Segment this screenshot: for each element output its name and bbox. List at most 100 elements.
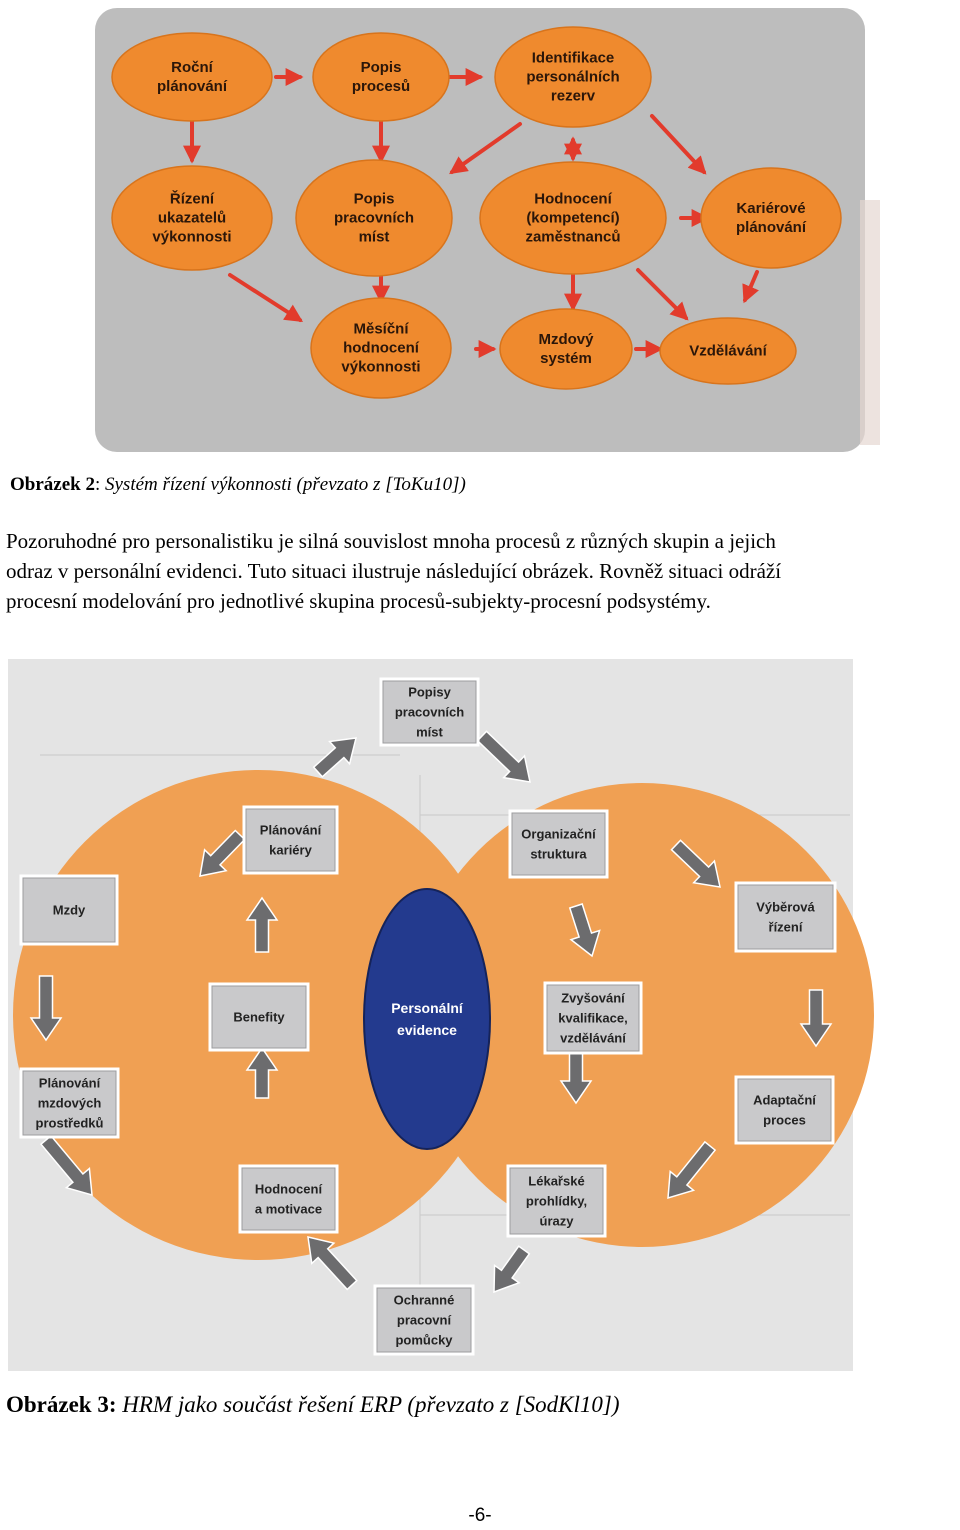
figure-2-arrows <box>183 68 759 358</box>
box-hodnoceni-motivace-shape <box>238 1164 339 1234</box>
personal-evidence-text: Personální <box>391 1000 464 1016</box>
node-popis-mist-text: pracovních <box>334 210 414 227</box>
node-mzdovy-shape <box>499 308 633 390</box>
node-identifikace-text: personálních <box>526 69 619 86</box>
node-hodnoceni-text: (kompetencí) <box>526 210 619 227</box>
node-popis-procesu: Popis procesů <box>312 32 450 122</box>
box-planovani-mzdovych: Plánování mzdových prostředků <box>19 1067 120 1139</box>
box-adaptacni: Adaptační proces <box>734 1075 835 1145</box>
box-planovani-kariery-text: Plánování <box>260 823 322 838</box>
node-hodnoceni-shape <box>479 161 667 275</box>
paragraph-line: odraz v personální evidenci. Tuto situac… <box>6 559 782 583</box>
node-mzdovy: Mzdový systém <box>499 308 633 390</box>
box-ochranne-text: Ochranné <box>394 1293 455 1308</box>
block-arrow <box>245 896 279 953</box>
box-adaptacni-text: proces <box>763 1113 806 1128</box>
block-arrow <box>799 989 833 1048</box>
box-zvysovani-shape <box>543 981 643 1055</box>
box-popisy-mist-text: míst <box>416 725 443 740</box>
box-popisy-mist-text: pracovních <box>395 705 464 720</box>
figure-3-caption: Obrázek 3: HRM jako součást řešení ERP (… <box>6 1392 619 1418</box>
node-popis-mist-text: Popis <box>354 191 395 208</box>
box-adaptacni-text: Adaptační <box>753 1093 816 1108</box>
page-number: -6- <box>468 1505 492 1526</box>
body-paragraph: Pozoruhodné pro personalistiku je silná … <box>6 526 960 616</box>
figure-3-caption-label: Obrázek 3: <box>6 1392 117 1417</box>
node-popis-procesu-text: procesů <box>352 78 410 95</box>
box-vyberova-text: Výběrová <box>756 900 815 915</box>
block-arrow <box>559 1049 593 1105</box>
box-organizacni-text: struktura <box>530 847 587 862</box>
node-popis-mist-shape <box>295 159 453 277</box>
box-vyberova-text: řízení <box>769 920 803 935</box>
block-arrow <box>199 829 246 877</box>
block-arrow <box>667 1140 717 1200</box>
box-planovani-mzdovych-text: Plánování <box>39 1076 101 1091</box>
node-popis-procesu-text: Popis <box>361 59 402 76</box>
node-vzdelavani-shape <box>659 317 797 385</box>
node-rocni: Roční plánování <box>111 32 273 122</box>
figure-2-caption-separator: : <box>94 474 101 495</box>
figure-2-caption-text: Systém řízení výkonnosti (převzato z [To… <box>100 474 466 495</box>
block-arrow <box>493 1245 531 1294</box>
node-vzdelavani-text: Vzdělávání <box>689 343 767 360</box>
node-rocni-text: Roční <box>171 59 214 76</box>
box-organizacni-shape <box>508 809 609 879</box>
figure-2-caption: Obrázek 2: Systém řízení výkonnosti (pře… <box>10 474 466 496</box>
box-planovani-mzdovych-shape <box>19 1067 120 1139</box>
node-identifikace-shape <box>494 26 652 128</box>
figure-3-center: Personální evidence <box>391 1000 464 1038</box>
box-hodnoceni-motivace-text: a motivace <box>255 1202 322 1217</box>
node-mzdovy-text: Mzdový <box>538 331 594 348</box>
personal-evidence-text: evidence <box>397 1022 457 1038</box>
node-rocni-text: plánování <box>157 78 228 95</box>
node-mzdovy-text: systém <box>540 350 592 367</box>
node-mesicni-text: výkonnosti <box>341 359 420 376</box>
node-hodnoceni: Hodnocení(kompetencí)zaměstnanců <box>479 161 667 275</box>
box-mzdy: Mzdy <box>19 874 119 946</box>
figure-2-diagram: RočníplánováníPopisprocesůIdentifikacepe… <box>95 8 880 452</box>
box-organizacni-text: Organizační <box>521 827 596 842</box>
block-arrow <box>29 975 63 1042</box>
node-mesicni-shape <box>310 297 452 399</box>
block-arrow <box>568 903 601 958</box>
node-rizeni-shape <box>111 165 273 271</box>
block-arrow <box>670 839 721 888</box>
figure-3-caption-text: HRM jako součást řešení ERP (převzato z … <box>116 1392 620 1417</box>
block-arrow <box>476 730 531 783</box>
box-zvysovani-text: Zvyšování <box>561 991 625 1006</box>
node-rizeni-text: Řízení <box>170 190 215 208</box>
box-lekarske-text: Lékařské <box>528 1174 584 1189</box>
node-vzdelavani: Vzdělávání <box>659 317 797 385</box>
node-rizeni-text: ukazatelů <box>158 210 226 227</box>
figure-3-boxes: PopisypracovníchmístPlánováníkariéryOrga… <box>19 677 837 1356</box>
box-planovani-mzdovych-text: mzdových <box>38 1096 102 1111</box>
node-identifikace-text: Identifikace <box>532 50 615 67</box>
figure-2-caption-label: Obrázek 2 <box>10 474 95 495</box>
node-rizeni-text: výkonnosti <box>152 229 231 246</box>
box-adaptacni-shape <box>734 1075 835 1145</box>
node-karierove-text: Kariérové <box>736 200 805 217</box>
node-karierove-shape <box>700 167 842 269</box>
box-mzdy-shape <box>19 874 119 946</box>
box-organizacni: Organizační struktura <box>508 809 609 879</box>
block-arrow <box>312 737 357 778</box>
paragraph-line: procesní modelování pro jednotlivé skupi… <box>6 589 711 613</box>
node-identifikace-text: rezerv <box>551 88 596 105</box>
paragraph-line: Pozoruhodné pro personalistiku je silná … <box>6 529 776 553</box>
box-vyberova-shape <box>734 881 837 953</box>
node-identifikace: Identifikace personálních rezerv <box>494 26 652 128</box>
box-mzdy-text: Mzdy <box>53 903 86 918</box>
box-ochranne-text: pomůcky <box>395 1333 453 1348</box>
box-benefity: Benefity <box>208 982 310 1052</box>
block-arrow <box>39 1134 93 1197</box>
box-lekarske-text: prohlídky, <box>526 1194 587 1209</box>
box-planovani-mzdovych-text: prostředků <box>36 1116 104 1131</box>
node-popis-procesu-shape <box>312 32 450 122</box>
